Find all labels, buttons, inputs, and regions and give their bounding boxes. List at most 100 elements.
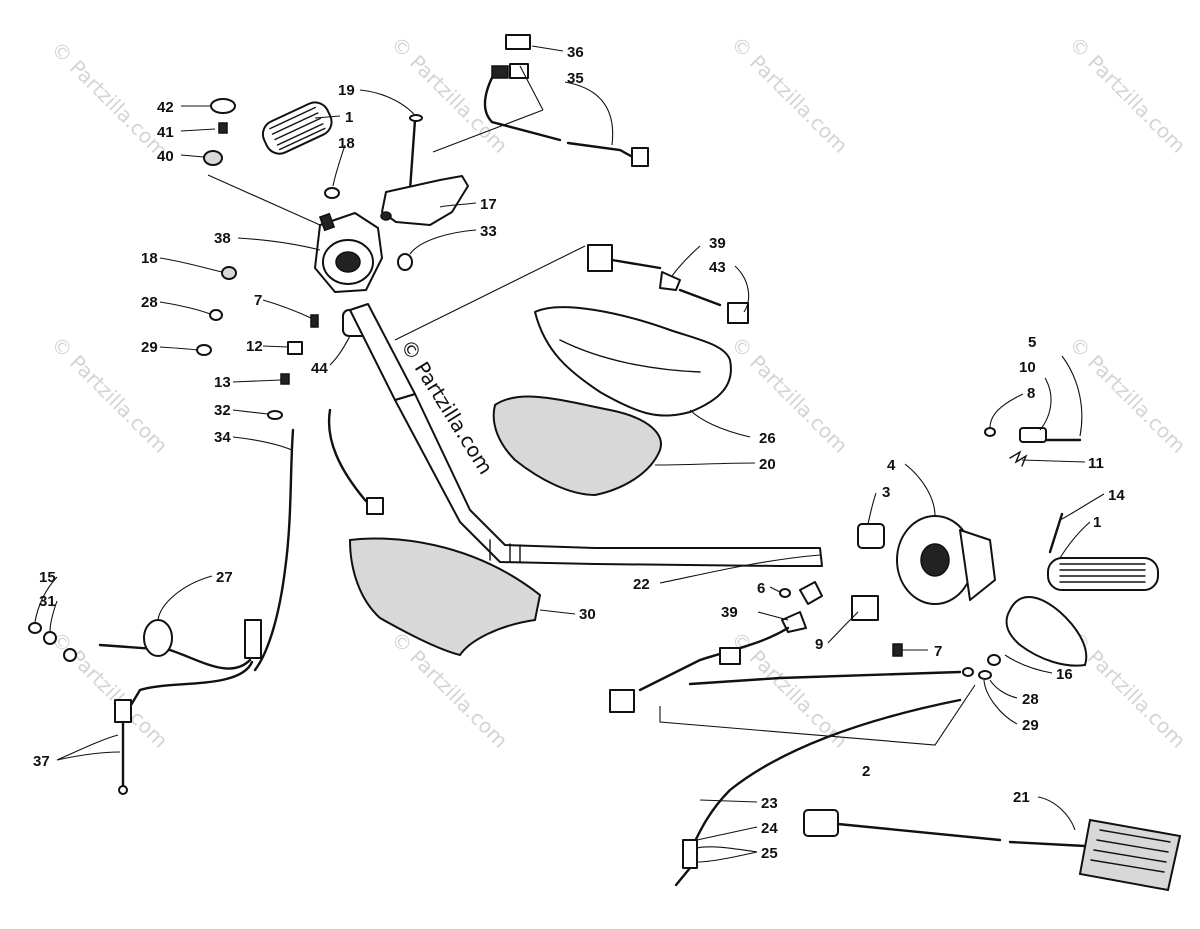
callout-12: 12 [246,338,263,355]
callout-24: 24 [761,820,778,837]
callout-7-left: 7 [254,292,262,309]
connector-harness [609,689,635,713]
callout-6: 6 [757,580,765,597]
pad-26 [534,306,732,417]
nut-29b [978,670,992,680]
heater-wire-harness [432,34,649,167]
callout-29-left: 29 [141,339,158,356]
nut-29a [196,344,212,356]
screw-41 [218,122,228,134]
clip-32 [267,410,283,420]
callout-32: 32 [214,402,231,419]
watermark-text: © Partzilla.com [726,332,852,458]
screw-6 [779,588,791,598]
callout-1-right: 1 [1093,514,1101,531]
washer-28b [987,654,1001,666]
watermark-text: © Partzilla.com [1064,332,1190,458]
callout-28-left: 28 [141,294,158,311]
cover-30 [348,537,542,657]
brake-lever-16 [1005,596,1088,667]
screw-7b [892,643,903,657]
washer-18b [221,266,237,280]
bolt-19 [408,118,417,192]
callout-40: 40 [157,148,174,165]
adjuster-24 [682,839,698,869]
callout-34: 34 [214,429,231,446]
screw-7a [310,314,319,328]
clip-12 [287,341,303,355]
cable-sleeve [244,619,262,659]
clip-8 [984,427,996,437]
callout-13: 13 [214,374,231,391]
watermark-text: © Partzilla.com [46,37,172,163]
callout-27: 27 [216,569,233,586]
callout-8: 8 [1027,385,1035,402]
callout-41: 41 [157,124,174,141]
callout-39-top: 39 [709,235,726,252]
callout-36: 36 [567,44,584,61]
callout-2: 2 [862,763,870,780]
callout-18-left: 18 [141,250,158,267]
callout-42: 42 [157,99,174,116]
callout-5: 5 [1028,334,1036,351]
watermark-text: © Partzilla.com [386,32,512,158]
callout-19: 19 [338,82,355,99]
callout-28-right: 28 [1022,691,1039,708]
callout-1-left: 1 [345,109,353,126]
washer-40 [203,150,223,166]
nut-15 [28,622,42,634]
callout-9: 9 [815,636,823,653]
pad-20 [492,395,662,497]
watermark-text: © Partzilla.com [1064,32,1190,158]
callout-labels: 42 41 40 1 19 18 17 33 36 35 38 18 28 7 … [33,44,1125,862]
callout-29-right: 29 [1022,717,1039,734]
callout-38: 38 [214,230,231,247]
nut-33 [397,253,413,271]
connector-43 [727,302,749,324]
callout-31: 31 [39,593,56,610]
switch-9 [851,595,879,621]
cap-42 [210,98,236,114]
handlebar-pads [348,306,732,657]
handlebar-22 [349,303,823,567]
switch-3 [857,523,885,549]
switch-harness-top [394,244,749,341]
pin-14 [1048,512,1064,554]
cable-end-37 [114,699,132,723]
callout-4: 4 [887,457,896,474]
callout-22: 22 [633,576,650,593]
clamp-27 [143,619,173,657]
callout-10: 10 [1019,359,1036,376]
watermark-text: © Partzilla.com [726,32,852,158]
callout-43: 43 [709,259,726,276]
callout-11: 11 [1088,455,1104,472]
callout-3: 3 [882,484,890,501]
callout-23: 23 [761,795,778,812]
callout-35: 35 [567,70,584,87]
spring-11 [1009,450,1028,467]
connector-36 [505,34,531,50]
right-grip-assembly [609,427,1159,713]
connector-35 [631,147,649,167]
callout-37: 37 [33,753,50,770]
washer-31 [43,631,57,645]
callout-26: 26 [759,430,776,447]
right-cables [659,667,976,887]
left-grip-1 [261,101,333,155]
leader-lines [34,45,1105,863]
callout-7-right: 7 [934,643,942,660]
right-grip-1 [1047,557,1159,591]
heater-element-21 [803,809,1182,892]
callout-20: 20 [759,456,776,473]
callout-39-bottom: 39 [721,604,738,621]
callout-14: 14 [1108,487,1125,504]
screw-13 [280,373,290,385]
bracket-10 [1019,427,1047,443]
callout-30: 30 [579,606,596,623]
callout-18-top: 18 [338,135,355,152]
callout-21: 21 [1013,789,1030,806]
switch-39a [587,244,613,272]
callout-16: 16 [1056,666,1073,683]
callout-44: 44 [311,360,328,377]
